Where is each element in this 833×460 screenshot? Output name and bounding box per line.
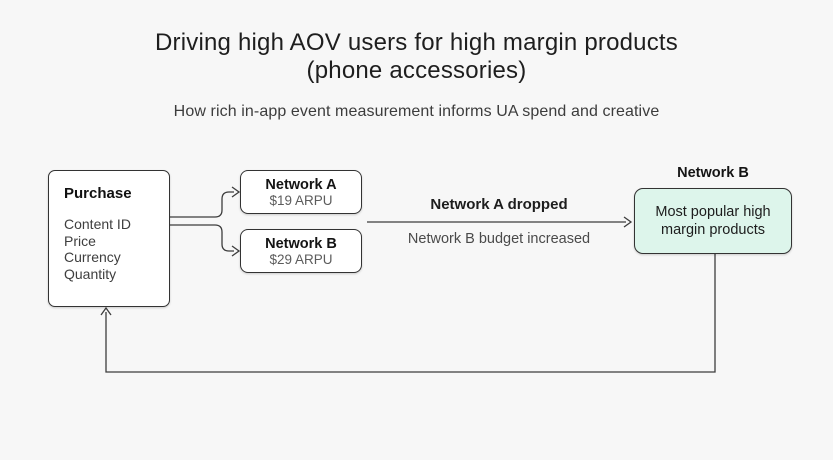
network-b-node-title: Network B — [265, 235, 337, 252]
arrowhead-result — [623, 216, 633, 228]
arrow-purchase-to-network-b — [169, 224, 234, 252]
result-node-text: Most popular high margin products — [655, 204, 771, 238]
arrowhead-feedback — [100, 306, 112, 316]
purchase-field-currency: Currency — [64, 249, 121, 265]
arrow-feedback-loop — [105, 254, 716, 373]
network-a-node-arpu: $19 ARPU — [269, 192, 333, 208]
purchase-field-price: Price — [64, 232, 96, 249]
page-title: Driving high AOV users for high margin p… — [0, 29, 833, 85]
network-a-node: Network A $19 ARPU — [240, 170, 362, 214]
arrowhead-network-b — [231, 245, 241, 257]
arrowhead-network-a — [231, 186, 241, 198]
page-subtitle: How rich in-app event measurement inform… — [173, 103, 660, 120]
page-title-line2: (phone accessories) — [306, 57, 527, 84]
purchase-field-quantity: Quantity — [64, 265, 117, 282]
network-b-node: Network B $29 ARPU — [240, 229, 362, 273]
arrow-purchase-to-network-a — [169, 191, 234, 218]
result-node-label: Network B — [677, 165, 749, 181]
purchase-node: Purchase Content ID Price Currency Quant… — [48, 170, 170, 307]
page-title-line1: Driving high AOV users for high margin p… — [155, 29, 678, 56]
network-b-node-arpu: $29 ARPU — [269, 251, 333, 267]
purchase-field-content-id: Content ID — [64, 216, 131, 232]
arrow-label-network-b-budget: Network B budget increased — [407, 231, 591, 247]
network-a-node-title: Network A — [265, 176, 337, 193]
purchase-node-title: Purchase — [64, 185, 132, 202]
result-node: Most popular high margin products — [634, 188, 792, 254]
arrow-label-network-a-dropped: Network A dropped — [430, 196, 568, 213]
